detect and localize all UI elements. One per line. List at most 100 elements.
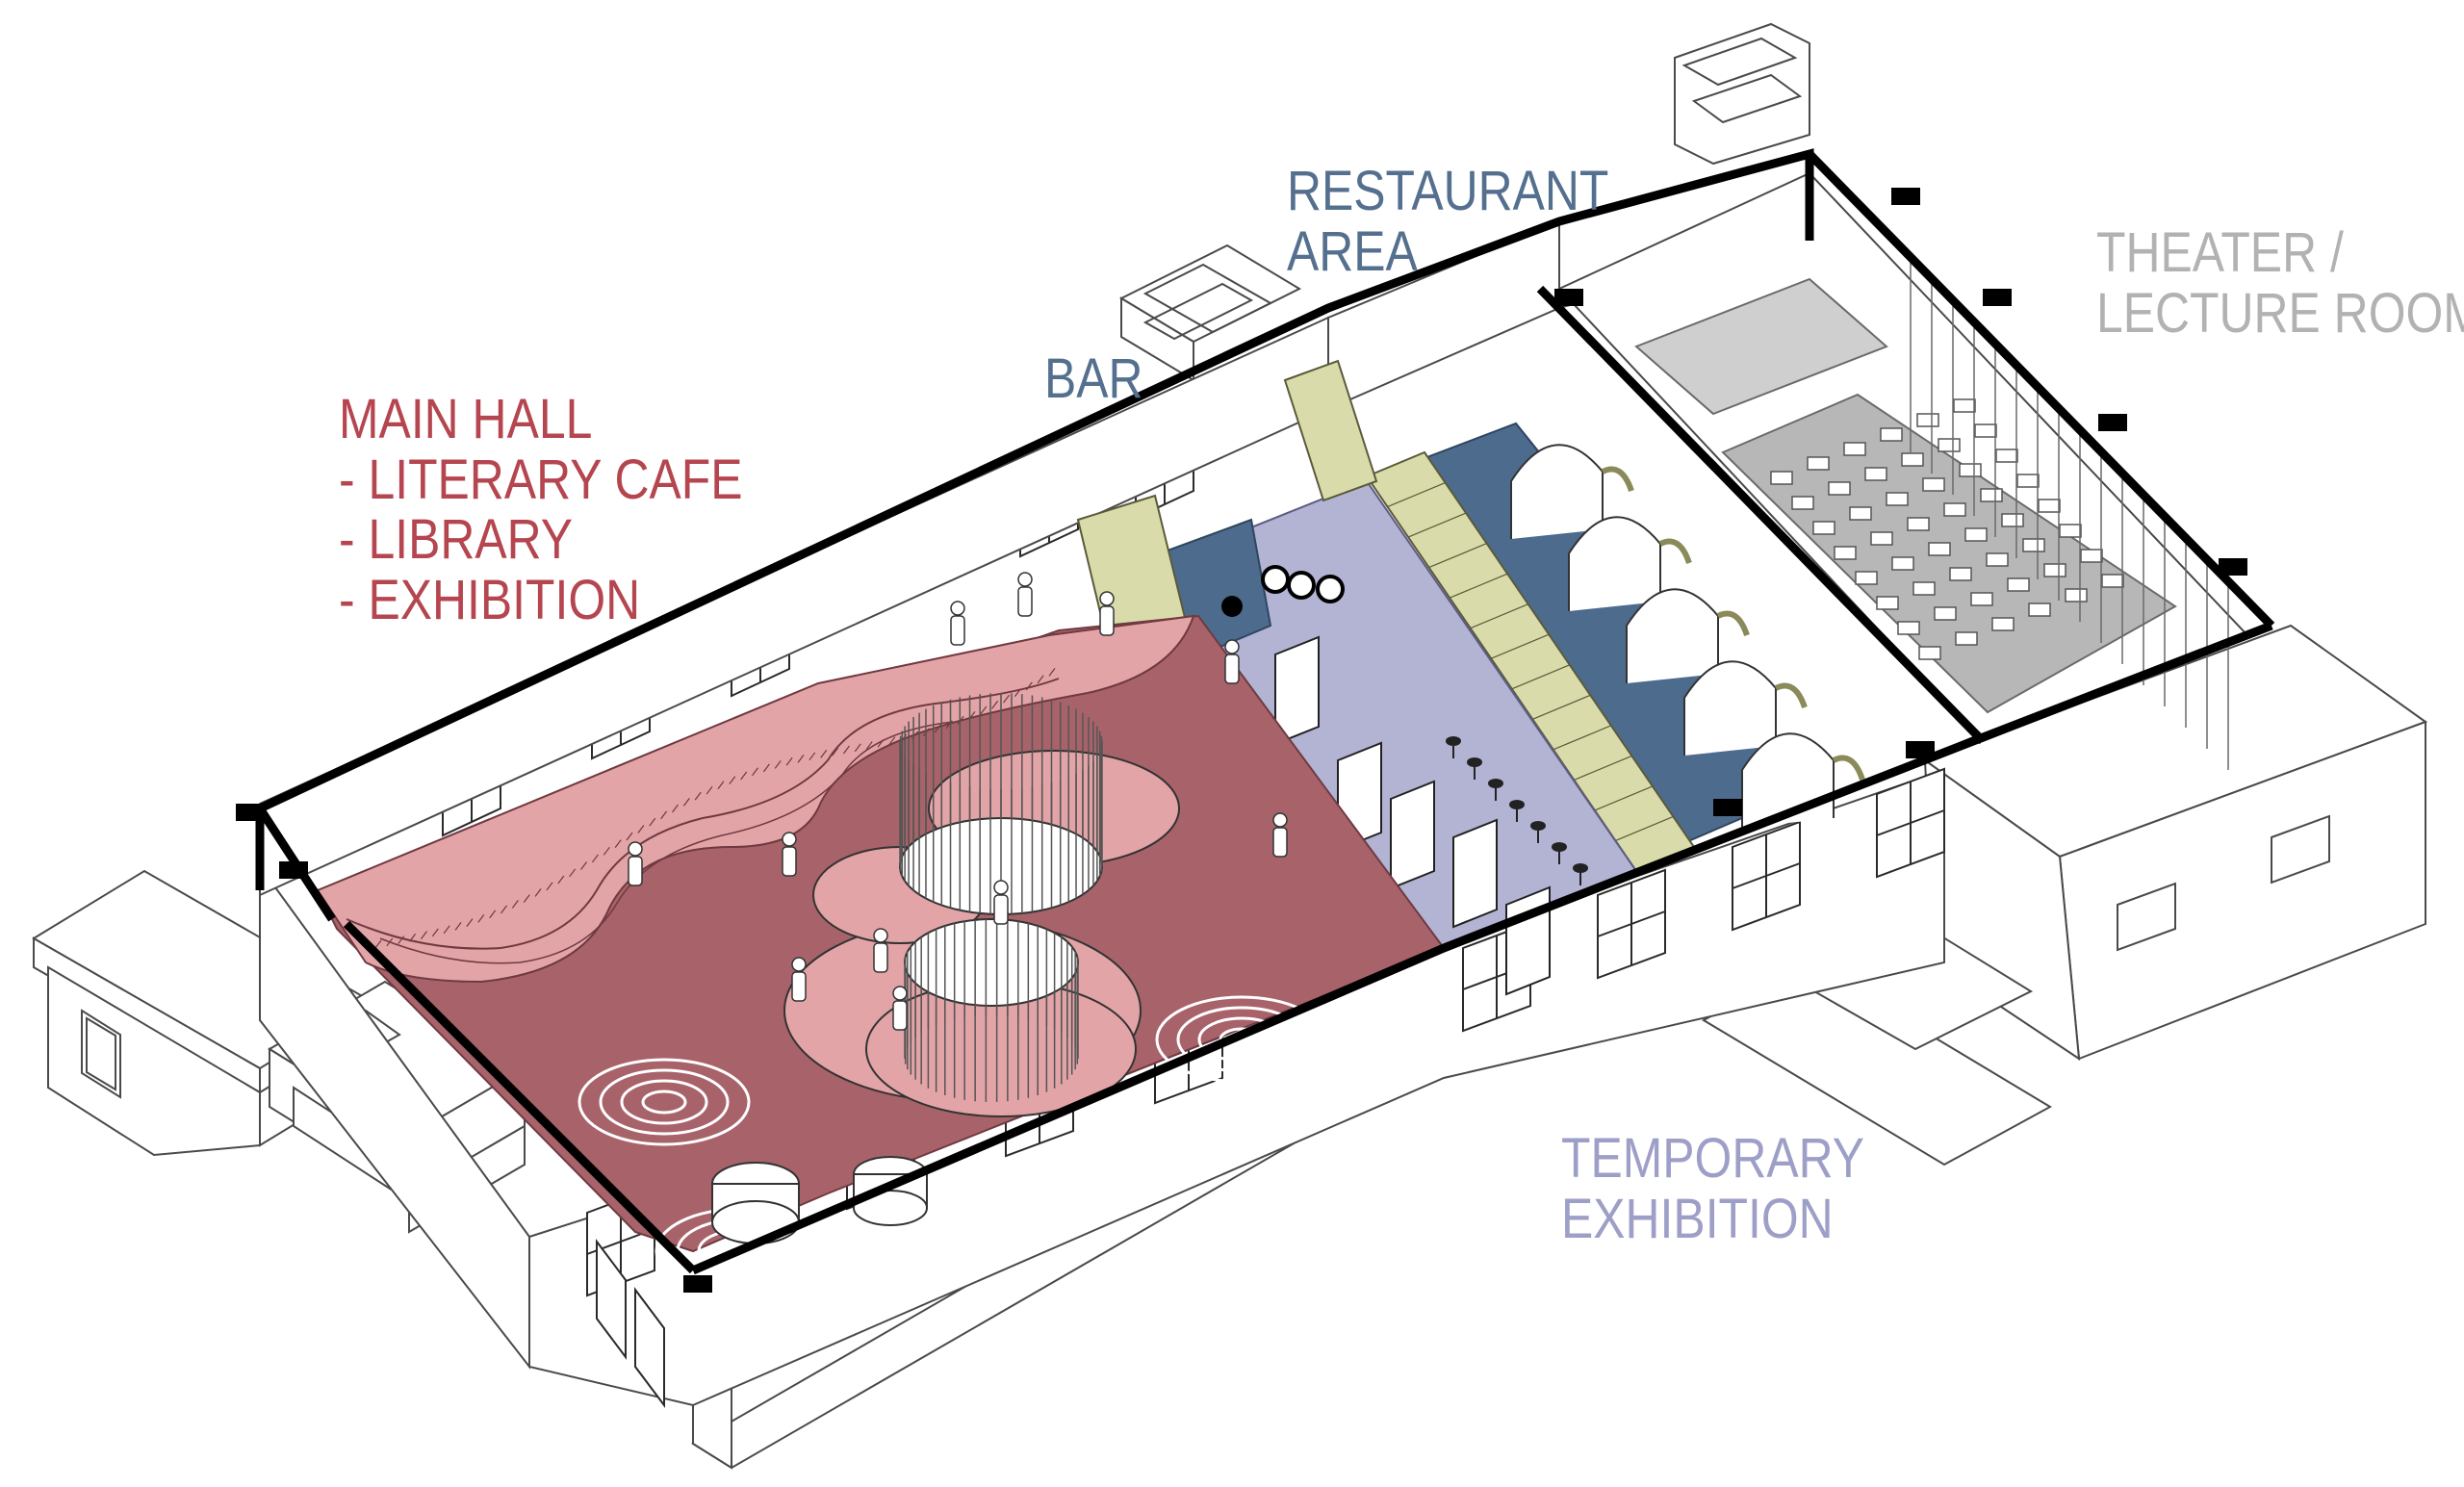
figure-body [1017,586,1033,617]
theater-seat [1964,527,1988,542]
seat-tick [614,839,622,849]
theater-label-line1: THEATER / [2096,221,2344,284]
main-hall-item-literary-cafe: - LITERARY CAFE [339,448,743,511]
seat-tick [603,846,610,856]
seat-tick [706,785,713,795]
seat-tick [1014,688,1021,698]
theater-seat [1928,542,1951,556]
booth-arch [1658,538,1692,565]
theater-seat [1897,621,1920,635]
seat-tick [740,771,748,781]
seat-tick [682,798,690,807]
theater-seat [2028,602,2051,617]
figure-body [1099,605,1115,636]
exhibit-panel [1505,885,1551,996]
seat-ticks [374,668,1056,949]
theater-seat [1907,517,1930,531]
shelf-line [1615,815,1674,842]
seat-tick [888,736,896,746]
theater-seat [1916,413,1939,427]
figure-body [950,615,965,646]
seat-tick [420,931,427,940]
theater-seat [1849,506,1872,521]
theater-seat [1791,496,1814,510]
seat-tick [832,747,839,756]
shelf-line [1428,543,1487,569]
wall-stub [279,861,308,879]
theater-seat [1870,531,1893,546]
figure-head [1017,572,1033,587]
seat-tick [637,825,645,833]
seat-tick [466,918,474,927]
seat-tick [443,925,450,935]
seat-tick [877,738,885,748]
theater-label-line2: LECTURE ROOM [2096,281,2464,345]
theater-seat [1770,471,1793,485]
figure-head [950,601,965,616]
theater-seat [2007,577,2030,592]
theater-room [1557,171,2249,770]
window-transom [1732,862,1801,889]
bar-label: BAR [1044,347,1143,410]
main-hall-title: MAIN HALL [339,388,593,450]
shelf-line [1407,512,1467,538]
booth [1683,660,1777,756]
seat-tick [671,804,679,813]
booth [1568,516,1661,611]
east-annex [1701,624,2428,1167]
theater-seat [1949,567,1972,581]
theater-seat [1891,556,1914,571]
theater-seat [1991,617,2015,631]
shelf-line [1490,633,1550,659]
bar-label-text: BAR [1044,347,1143,410]
theater-seat [1959,463,1982,477]
theater-curtains [1910,260,2229,770]
temporary-exhibition-label: TEMPORARY EXHIBITION [1561,1128,1864,1250]
figure-body [1224,654,1240,684]
main-hall-seating [316,614,1195,984]
restaurant-booths [1510,444,1865,828]
theater-seat [1974,423,1997,438]
figure-body [892,1000,908,1031]
theater-seat [1995,449,2018,463]
theater-seat [2080,549,2103,563]
cut-walls [255,148,2275,1275]
restaurant-label: RESTAURANT AREA [1287,161,1608,282]
exhibit-panel [1452,818,1498,929]
floor-ring [641,1090,687,1115]
theater-seat [1807,456,1830,471]
seat-tick [717,781,725,790]
figure-head [1224,639,1240,654]
theater-seat [1912,581,1936,596]
temporary-label-line2: EXHIBITION [1561,1187,1834,1250]
shelf-line [1594,785,1654,811]
theater-label: THEATER / LECTURE ROOM [2096,221,2464,345]
floor-ring [1176,1006,1307,1073]
seat-tick [454,922,462,931]
theater-seat [1955,631,1978,646]
wall-stub [2098,414,2127,431]
shelf-line [1366,451,1425,477]
shelf-line [1511,664,1571,690]
booth-arch [1832,755,1865,782]
theater-seat [1901,452,1924,467]
main-hall [316,572,1446,1295]
seat-tick [1003,694,1011,704]
seat-tick [500,905,507,914]
seat-tick [1048,668,1056,677]
booth [1510,444,1604,539]
facade-window [596,1239,627,1360]
theater-seats [1770,398,2124,660]
seat-tick [546,882,553,891]
booth-arch [1716,610,1750,637]
figure-body [628,856,643,886]
theater-seat [1828,481,1851,496]
main-hall-label: MAIN HALL - LITERARY CAFE - LIBRARY - EX… [339,388,743,631]
theater-seat [1980,488,2003,502]
seat-tick [991,700,999,709]
wall-stub [236,804,265,821]
figure-body [782,846,797,877]
seat-tick [729,776,736,784]
figure-body [993,894,1009,925]
